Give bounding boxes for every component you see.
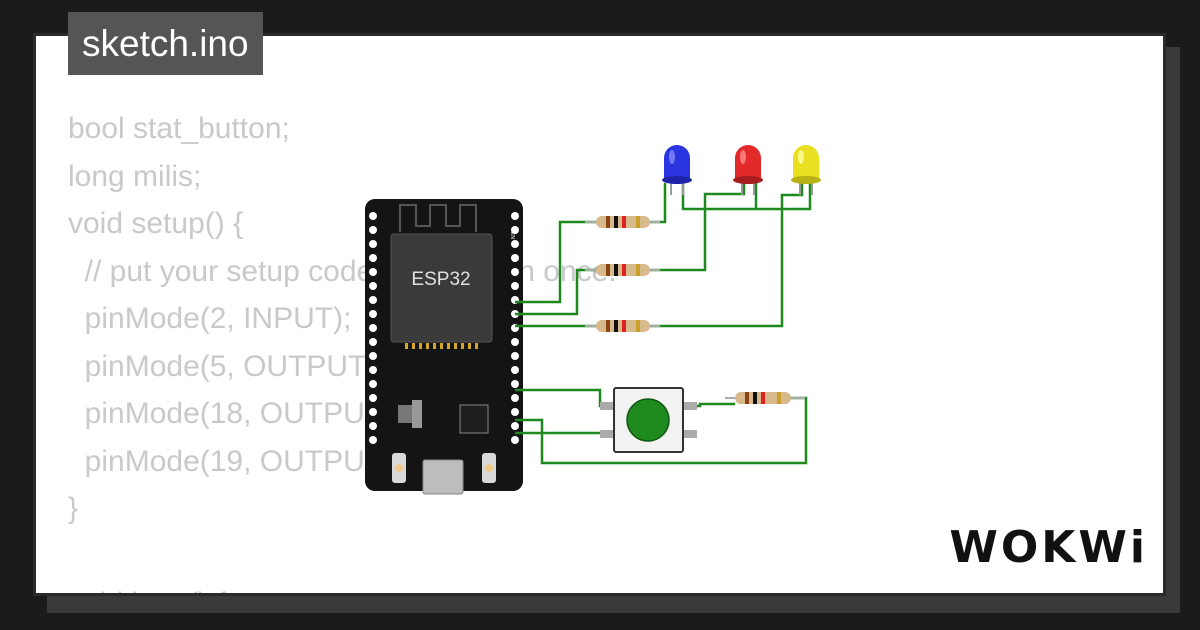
code-line: bool stat_button; [68,112,290,145]
esp32-board[interactable]: ESP32 EN [365,199,523,495]
code-line: pinMode(5, OUTPUT); [68,349,385,383]
pin-headers [369,212,519,444]
red-led[interactable] [733,145,763,195]
pushbutton[interactable] [600,387,697,453]
resistor[interactable] [585,320,660,332]
blue-led[interactable] [662,145,692,195]
usb-port [422,459,464,495]
resistor[interactable] [585,216,660,228]
code-line: void loop() { [68,580,617,593]
chip-label: ESP32 [411,269,470,290]
module-pins [405,343,478,349]
resistor[interactable] [585,264,660,276]
file-tab[interactable]: sketch.ino [68,12,263,75]
resistor[interactable] [725,392,805,404]
yellow-led[interactable] [791,145,821,195]
esp32-module [390,233,493,343]
code-line: void setup() { [68,207,244,240]
en-label: EN [509,232,515,239]
usb-chip [459,404,489,434]
code-line: long milis; [68,159,202,193]
wokwi-logo: WOKWi [949,522,1148,573]
code-line: pinMode(2, INPUT); [68,302,352,335]
voltage-regulator [398,405,412,423]
code-line: } [68,492,79,525]
antenna-trace [399,204,477,232]
